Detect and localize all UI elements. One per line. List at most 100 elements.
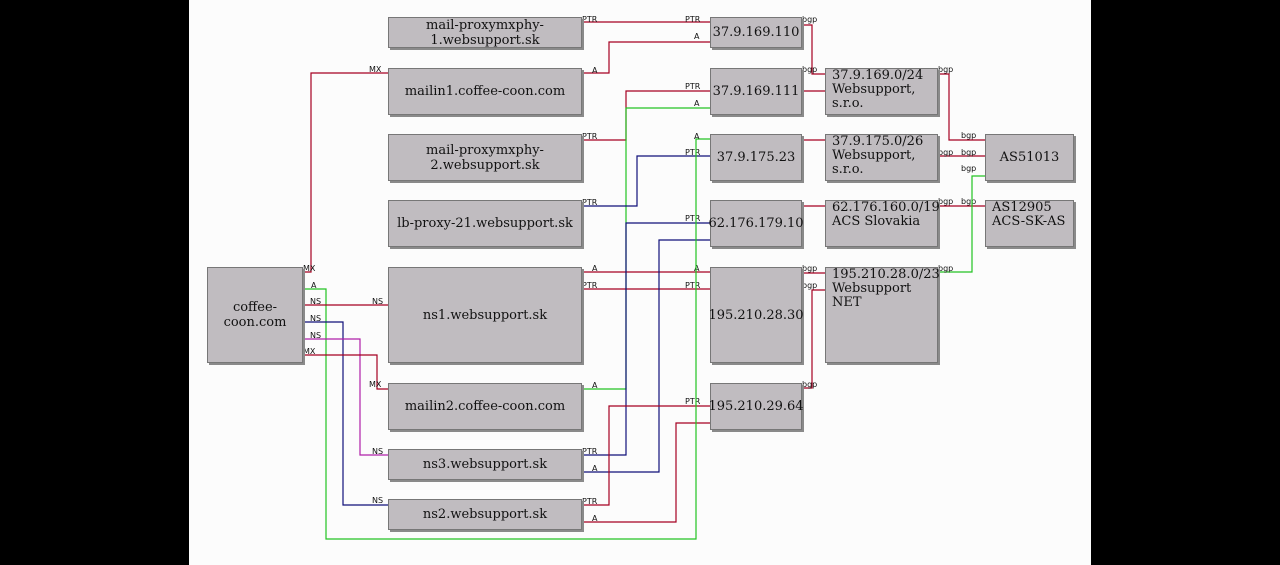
edge-mx [303, 354, 388, 390]
edge-label: PTR [685, 15, 701, 24]
edge-label: bgp [802, 380, 817, 389]
node-ip111: 37.9.169.111 [710, 68, 802, 115]
edge-bgp [802, 24, 825, 75]
node-label: 195.210.29.64 [708, 399, 804, 414]
node-ip175: 37.9.175.23 [710, 134, 802, 181]
node-label: Websupport NET [832, 281, 912, 310]
node-label: mail-proxymxphy-1.websupport.sk [426, 17, 544, 48]
node-label: ACS-SK-AS [992, 214, 1066, 229]
node-ns2: ns2.websupport.sk [388, 499, 582, 530]
edge-ns [303, 338, 388, 456]
edge-ptr [582, 155, 710, 207]
edge-label: bgp [802, 65, 817, 74]
edge-label: A [592, 66, 598, 75]
node-mailin2: mailin2.coffee-coon.com [388, 383, 582, 430]
node-label: AS51013 [999, 150, 1060, 165]
edge-label: PTR [582, 281, 598, 290]
node-label: lb-proxy-21.websupport.sk [397, 216, 573, 231]
node-label: 62.176.179.10 [708, 216, 804, 231]
edge-label: bgp [938, 65, 953, 74]
node-label: Websupport, s.r.o. [832, 82, 916, 111]
node-mp1: mail-proxymxphy-1.websupport.sk [388, 17, 582, 48]
edge-label: PTR [582, 447, 598, 456]
diagram-canvas: PTR PTR A A PTR PTR A A PTR PTR A A PTR PTR PTR PTR A PTR… [189, 0, 1091, 565]
edge-label: bgp [802, 281, 817, 290]
edge-label: A [694, 264, 700, 273]
edge-label: MX [303, 264, 316, 273]
node-label: 195.210.28.30 [708, 307, 804, 323]
node-label: 37.9.169.0/24 [832, 68, 924, 83]
node-ns3: ns3.websupport.sk [388, 449, 582, 480]
edge-label: NS [372, 496, 383, 505]
edge-label: PTR [685, 214, 701, 223]
edge-label: NS [310, 314, 321, 323]
edge-label: PTR [582, 497, 598, 506]
edge-label: MX [369, 65, 382, 74]
edge-label: NS [372, 447, 383, 456]
edge-label: PTR [582, 15, 598, 24]
node-label: mailin1.coffee-coon.com [404, 84, 566, 99]
node-mp2: mail-proxymxphy-2.websupport.sk [388, 134, 582, 181]
node-label: mail-proxymxphy-2.websupport.sk [426, 142, 544, 173]
edge-label: A [311, 281, 317, 290]
edge-label: A [592, 381, 598, 390]
node-mailin1: mailin1.coffee-coon.com [388, 68, 582, 115]
node-label: 195.210.28.0/23 [832, 267, 940, 282]
node-label: ns3.websupport.sk [422, 457, 548, 472]
node-label: 37.9.175.23 [716, 150, 796, 165]
node-label: 37.9.175.0/26 [832, 134, 924, 149]
node-ip110: 37.9.169.110 [710, 17, 802, 48]
edges-layer: PTR PTR A A PTR PTR A A PTR PTR A A PTR PTR PTR PTR A PTR… [303, 15, 985, 540]
node-label: AS12905 [992, 200, 1052, 215]
edge-label: A [592, 264, 598, 273]
edge-label: MX [369, 380, 382, 389]
edge-ptr [582, 222, 710, 456]
node-label: coffee-coon.com [223, 300, 287, 330]
edge-label: bgp [802, 15, 817, 24]
edge-label: bgp [938, 148, 953, 157]
edge-label: A [694, 32, 700, 41]
node-label: 37.9.169.110 [712, 25, 800, 40]
edge-label: PTR [685, 148, 701, 157]
edge-bgp [938, 175, 985, 273]
edge-a [303, 138, 710, 540]
edge-label: PTR [685, 82, 701, 91]
edge-label: PTR [685, 397, 701, 406]
edge-label: A [694, 99, 700, 108]
node-coffee: coffee-coon.com [207, 267, 303, 363]
edge-label: bgp [802, 264, 817, 273]
edge-label: NS [310, 297, 321, 306]
edge-label: NS [372, 297, 383, 306]
node-label: ACS Slovakia [832, 214, 921, 229]
node-label: mailin2.coffee-coon.com [404, 399, 566, 414]
edge-a [582, 422, 710, 523]
edge-label: MX [303, 347, 316, 356]
edge-label: PTR [685, 281, 701, 290]
node-ns1: ns1.websupport.sk [388, 267, 582, 363]
edge-mx [303, 72, 388, 273]
node-as51013: AS51013 [985, 134, 1074, 181]
edge-label: bgp [961, 148, 976, 157]
node-label: ns1.websupport.sk [422, 307, 548, 323]
edge-label: A [592, 464, 598, 473]
edge-bgp [938, 73, 985, 141]
node-ip17910: 62.176.179.10 [708, 200, 804, 247]
node-lb21: lb-proxy-21.websupport.sk [388, 200, 582, 247]
edge-label: A [694, 132, 700, 141]
edge-a [582, 41, 710, 74]
node-ip2830: 195.210.28.30 [708, 267, 804, 363]
edge-label: PTR [582, 132, 598, 141]
edge-bgp [802, 289, 825, 389]
edge-ptr [582, 90, 710, 141]
node-label: Websupport, s.r.o. [832, 148, 916, 177]
edge-label: A [592, 514, 598, 523]
node-label: 62.176.160.0/19 [832, 200, 940, 215]
edge-ns [303, 321, 388, 506]
edge-label: bgp [961, 164, 976, 173]
edge-label: NS [310, 331, 321, 340]
edge-ptr [582, 405, 710, 506]
